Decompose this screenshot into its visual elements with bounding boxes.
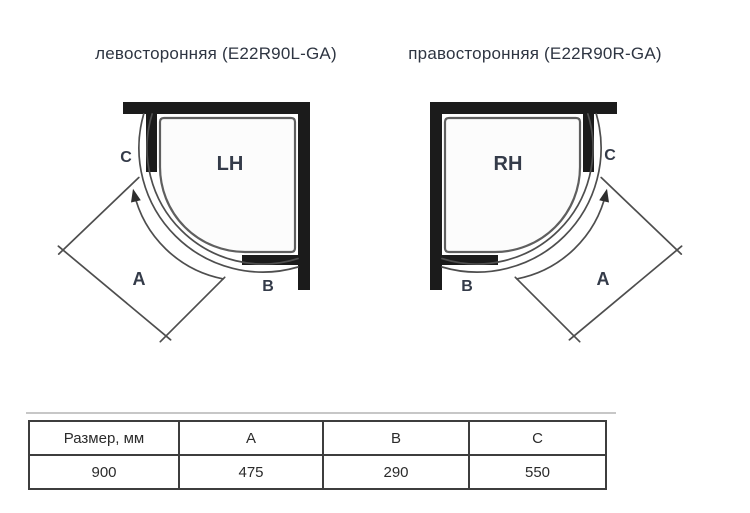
label-b: B <box>262 278 274 295</box>
fixed-panel-c <box>583 114 594 172</box>
diagram-right: C RH B A <box>430 102 683 343</box>
diagram-left-shapes <box>57 102 310 343</box>
wall-top <box>430 102 617 114</box>
header-size: Размер, мм <box>28 420 180 456</box>
divider-rule <box>26 412 616 414</box>
cell-c: 550 <box>468 454 607 490</box>
label-a: A <box>133 269 146 289</box>
dimensions-table: Размер, мм A B C 900 475 290 550 <box>28 420 607 490</box>
shower-tray <box>443 116 582 254</box>
diagram-left-title: левосторонняя (E22R90L-GA) <box>95 44 337 63</box>
tray-label-lh: LH <box>217 153 244 175</box>
diagram-right-title: правосторонняя (E22R90R-GA) <box>408 44 662 63</box>
door-swing-arrow-arc <box>515 191 607 280</box>
arrowhead-icon <box>131 188 141 203</box>
arrowhead-icon <box>599 188 609 203</box>
header-c: C <box>468 420 607 456</box>
label-a: A <box>597 269 610 289</box>
diagram-right-shapes <box>430 102 683 343</box>
fixed-panel-b <box>242 255 298 265</box>
door-arc-outer <box>138 113 299 273</box>
fixed-panel-c <box>146 114 157 172</box>
door-arc-inner <box>441 113 594 265</box>
label-b: B <box>461 278 473 295</box>
header-a: A <box>178 420 324 456</box>
table-header-row: Размер, мм A B C <box>28 420 607 456</box>
header-b: B <box>322 420 470 456</box>
cell-b: 290 <box>322 454 470 490</box>
door-arc-outer <box>441 113 602 273</box>
wall-top <box>123 102 310 114</box>
dimension-a-lines <box>514 176 683 343</box>
wall-side <box>298 102 310 290</box>
shower-tray <box>158 116 297 254</box>
cell-size: 900 <box>28 454 180 490</box>
door-arc-inner <box>146 113 299 265</box>
table-row: 900 475 290 550 <box>28 454 607 490</box>
fixed-panel-b <box>442 255 498 265</box>
dimension-a-lines <box>57 176 226 343</box>
door-swing-arrow-arc <box>133 191 225 280</box>
wall-side <box>430 102 442 290</box>
diagram-left: C LH B A <box>57 102 310 343</box>
tray-label-rh: RH <box>494 153 523 175</box>
label-c: C <box>604 147 616 164</box>
cell-a: 475 <box>178 454 324 490</box>
label-c: C <box>120 149 132 166</box>
